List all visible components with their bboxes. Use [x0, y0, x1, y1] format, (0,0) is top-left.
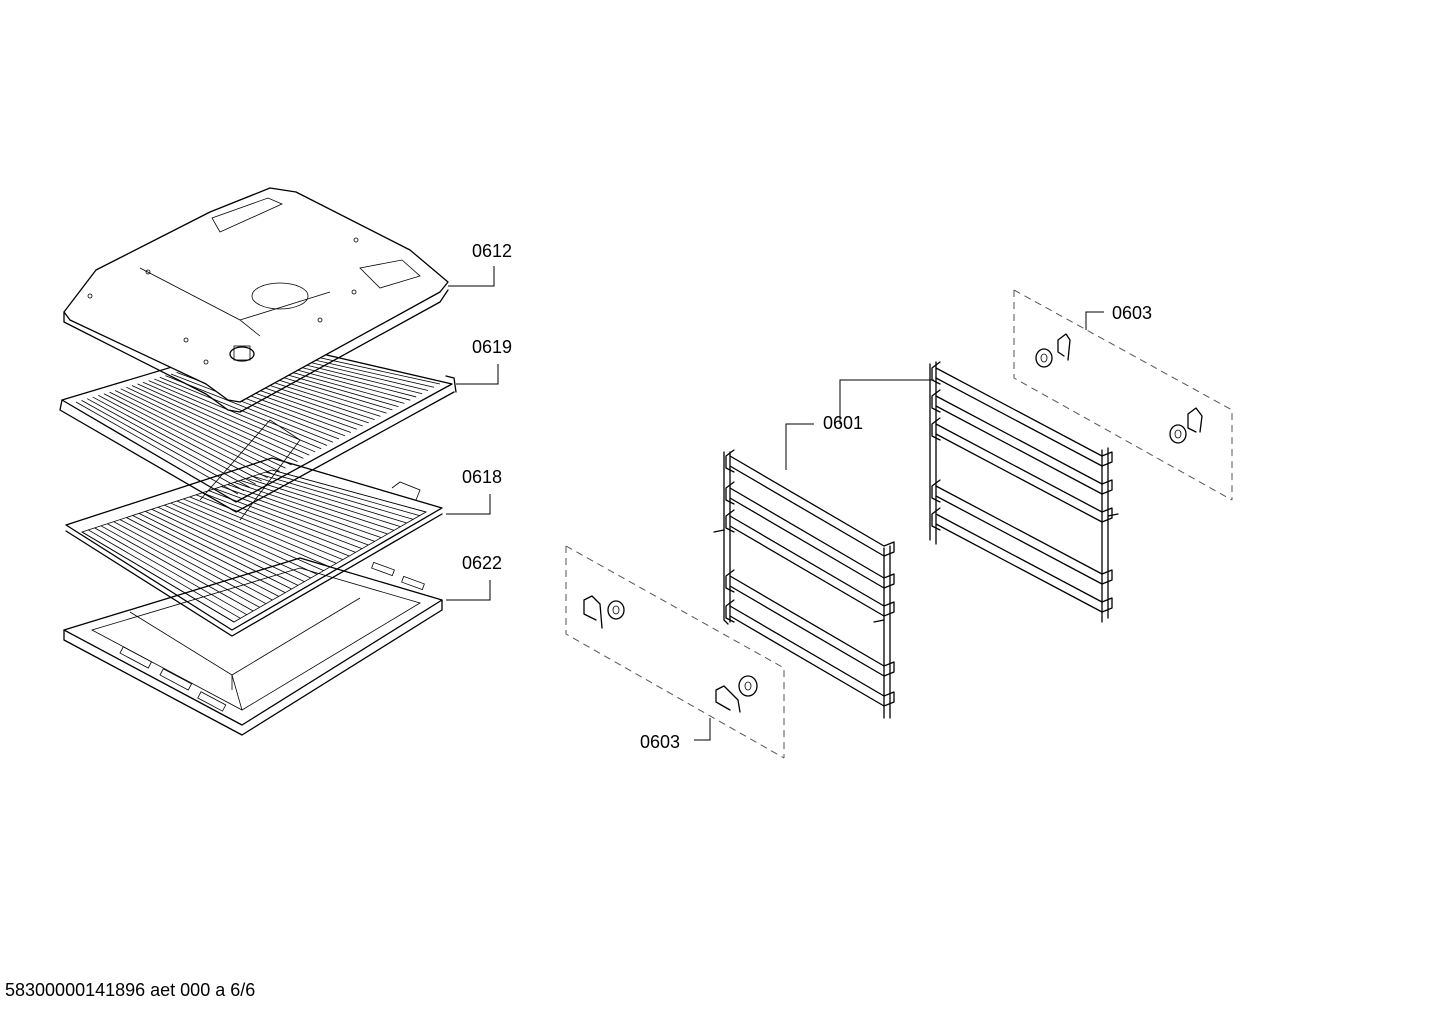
- rail-runner-end: [931, 479, 941, 503]
- shelf-wire: [81, 531, 235, 623]
- rail-runners-back: [931, 361, 1113, 613]
- shelf-wire: [119, 519, 273, 601]
- rack-wire: [75, 401, 239, 495]
- rack-wire: [154, 378, 322, 450]
- rack-wire: [126, 386, 292, 466]
- shelf-wire: [259, 473, 414, 520]
- rail-runner: [729, 515, 895, 617]
- callout-0622: 0622: [462, 553, 502, 573]
- side-rail-front-0601: [713, 449, 895, 719]
- callout-0601: 0601: [823, 413, 863, 433]
- clip-set-bottom-0603: [565, 545, 785, 759]
- rack-wire: [137, 383, 304, 459]
- shelf-wire: [246, 477, 401, 528]
- shelf-wire: [132, 515, 286, 594]
- leader-lines: [446, 266, 1104, 741]
- shelf-wire: [88, 529, 241, 619]
- callout-0603-top: 0603: [1112, 303, 1152, 323]
- shelf-wire: [195, 494, 350, 557]
- shelf-wire-grid: [81, 469, 427, 623]
- callout-0618: 0618: [462, 467, 502, 487]
- rack-wire: [92, 396, 257, 485]
- shelf-wire: [183, 498, 337, 564]
- rail-runner: [729, 487, 895, 589]
- shelf-wire: [126, 517, 279, 597]
- shelf-wire: [233, 482, 388, 535]
- baking-tray-0622: [63, 557, 443, 736]
- cover-plate-0612: [63, 187, 449, 413]
- rail-runner-end: [931, 361, 941, 385]
- shelf-wire: [164, 504, 318, 575]
- rack-wire: [170, 373, 340, 440]
- shelf-wire: [227, 484, 382, 539]
- rack-wire: [98, 395, 262, 482]
- rack-wire: [148, 380, 316, 453]
- shelf-wire: [113, 521, 267, 605]
- leader-0612: [448, 266, 495, 287]
- callout-0619: 0619: [472, 337, 512, 357]
- rail-runner-end: [931, 507, 941, 531]
- rail-runner: [935, 367, 1113, 467]
- shelf-wire: [100, 525, 254, 612]
- shelf-wire: [157, 506, 311, 579]
- rack-wire: [159, 376, 328, 446]
- leader-0619: [456, 364, 499, 385]
- shelf-wire: [107, 523, 260, 608]
- rail-runner-end: [725, 599, 735, 623]
- rail-runners-front: [725, 449, 895, 707]
- shelf-wire: [202, 492, 356, 553]
- callout-0603-bottom: 0603: [640, 732, 680, 752]
- shelf-wire: [170, 502, 324, 572]
- wire-shelf-0618: [65, 457, 443, 637]
- shelf-wire: [265, 471, 420, 517]
- clip-bottom-1: [583, 595, 625, 629]
- leader-0601-b: [839, 379, 934, 424]
- clip-top-1: [1035, 333, 1071, 368]
- rail-runner: [935, 485, 1113, 585]
- shelf-wire: [214, 488, 369, 546]
- leader-0603-top: [1085, 311, 1104, 330]
- shelf-wire: [151, 508, 305, 583]
- shelf-wire: [138, 513, 292, 590]
- rail-runner-end: [725, 569, 735, 593]
- shelf-wire: [240, 479, 395, 531]
- shelf-wire: [271, 469, 427, 513]
- rack-wire: [103, 393, 268, 479]
- document-id-footer: 58300000141896 aet 000 a 6/6: [5, 980, 256, 1000]
- rail-runner-end: [725, 449, 735, 473]
- shelf-wire: [94, 527, 247, 616]
- rack-wire: [109, 391, 274, 475]
- shelf-wire: [189, 496, 343, 561]
- clip-top-2: [1169, 407, 1203, 444]
- rail-runner-end: [725, 481, 735, 505]
- rail-runner-end: [931, 389, 941, 413]
- leader-0601-a: [785, 423, 814, 470]
- rack-wire: [131, 385, 298, 463]
- callout-0612: 0612: [472, 241, 512, 261]
- leader-0603-bottom: [694, 718, 711, 741]
- clip-set-top-0603: [1013, 289, 1233, 501]
- rail-runner: [935, 395, 1113, 495]
- clip-bottom-2: [715, 675, 758, 713]
- rail-runner: [729, 575, 895, 677]
- rail-runner-end: [725, 509, 735, 533]
- rack-wire: [114, 390, 280, 472]
- side-rail-back-0601: [929, 361, 1119, 623]
- rack-wire: [120, 388, 286, 469]
- rail-runner: [935, 513, 1113, 613]
- rack-wire: [81, 400, 245, 492]
- rail-runner: [729, 605, 895, 707]
- rack-wire: [86, 398, 251, 488]
- leader-0618: [446, 494, 491, 515]
- rail-runner: [935, 423, 1113, 523]
- shelf-wire: [252, 475, 407, 524]
- rack-wire: [142, 381, 310, 456]
- rail-runner: [729, 455, 895, 557]
- rail-runner-end: [931, 417, 941, 441]
- shelf-wire: [145, 510, 299, 586]
- leader-0622: [446, 580, 491, 601]
- rack-wire: [165, 375, 334, 443]
- shelf-wire: [176, 500, 331, 568]
